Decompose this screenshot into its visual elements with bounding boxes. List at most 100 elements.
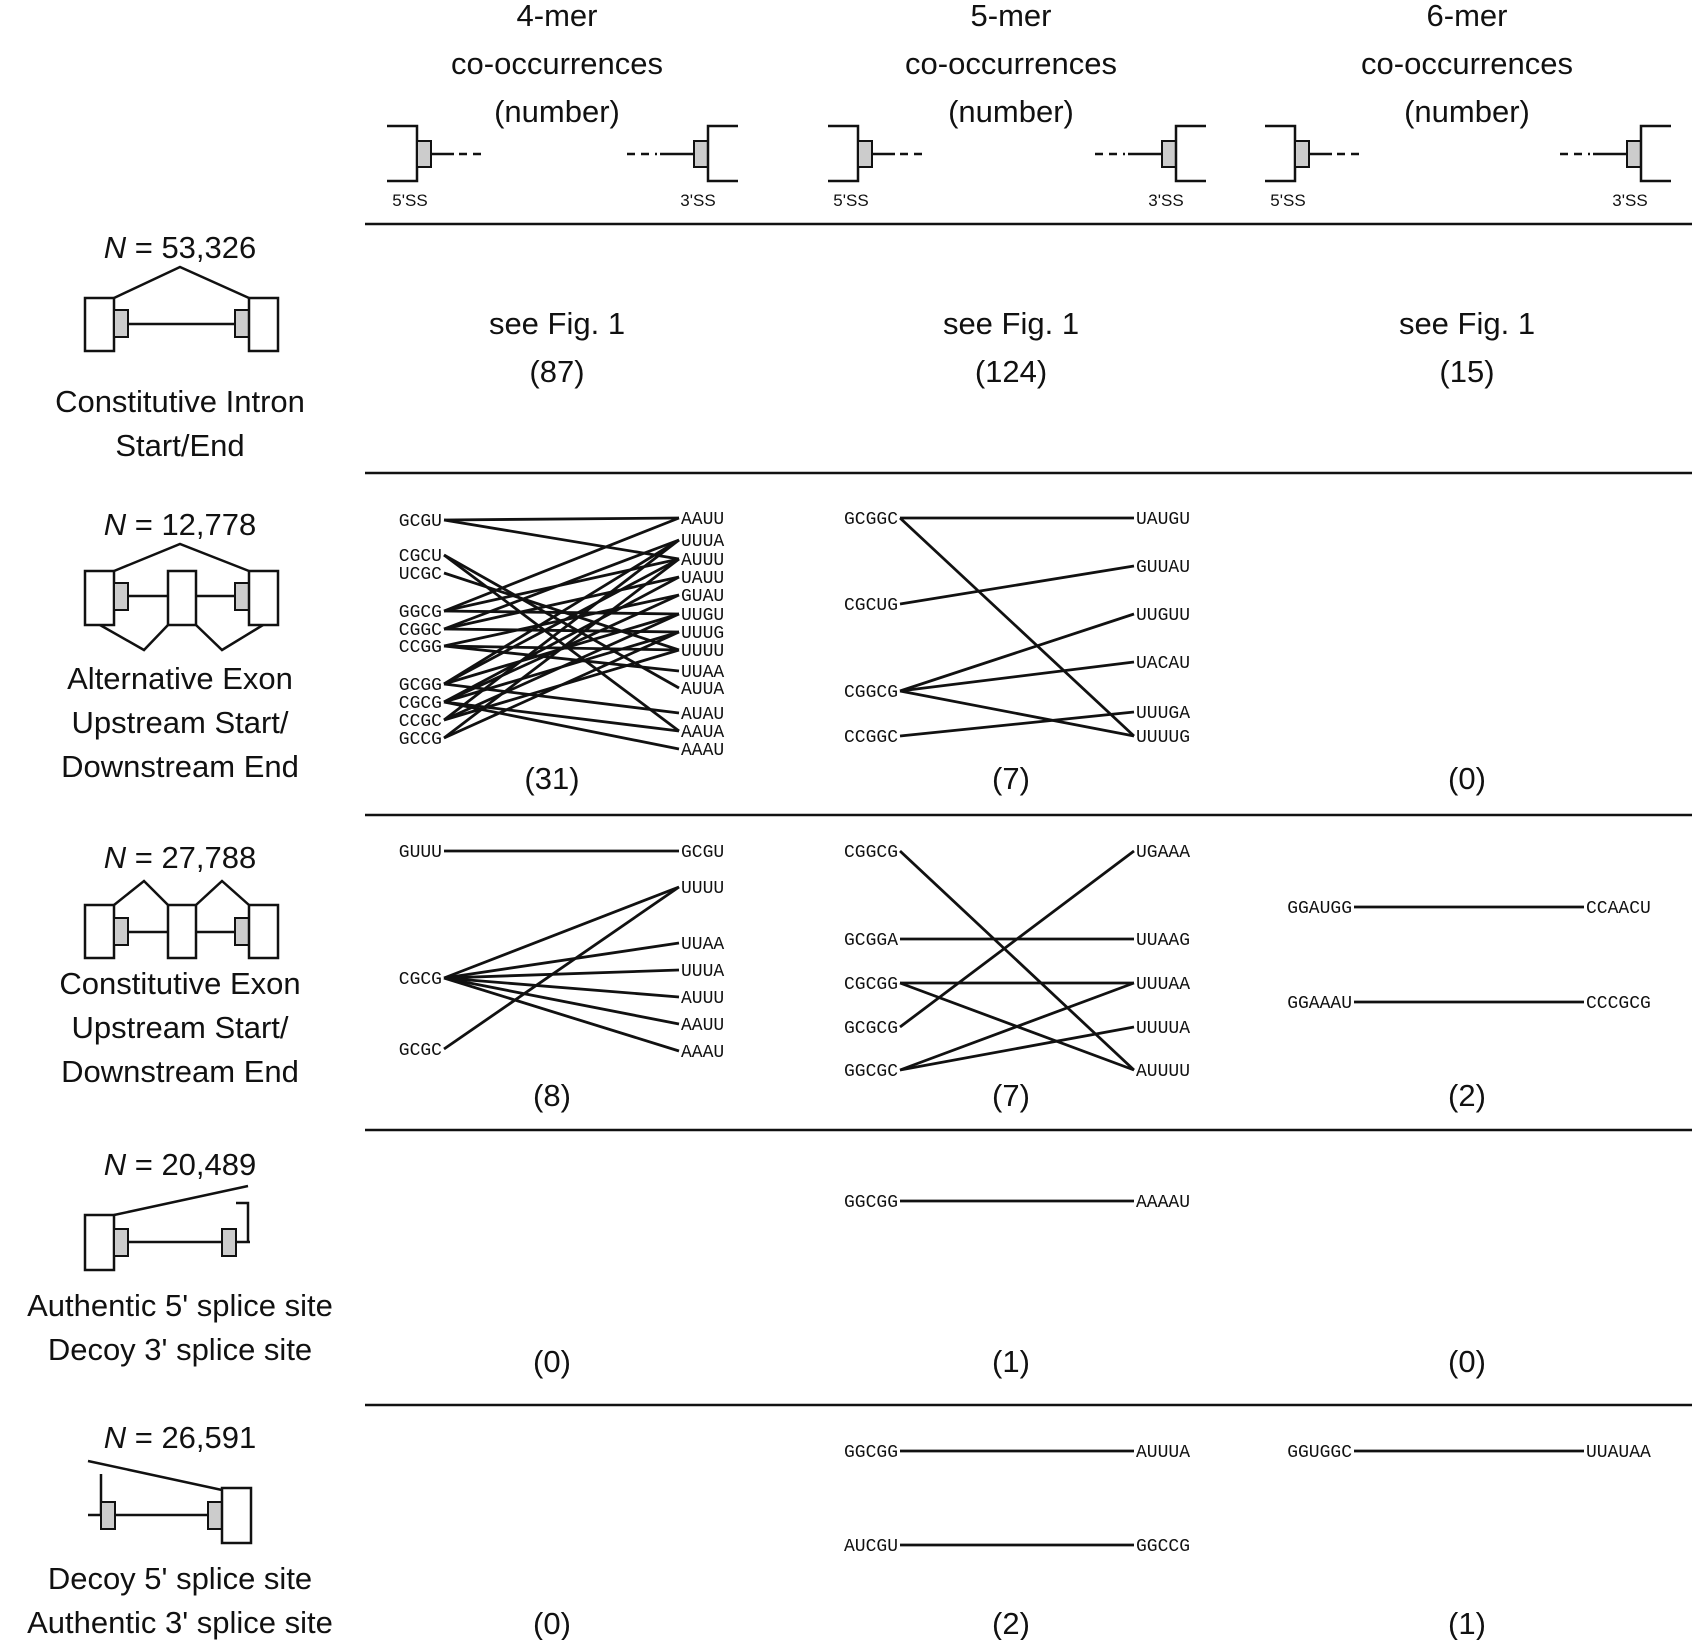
column-title-line2: co-occurrences	[905, 46, 1117, 81]
kmer-link	[899, 516, 1135, 738]
co-occurrence-count: (7)	[992, 761, 1030, 796]
co-occurrence-count: (0)	[533, 1606, 571, 1640]
downstream-kmer-label: UUGU	[681, 606, 724, 626]
downstream-kmer-label: UACAU	[1136, 654, 1190, 674]
downstream-kmer-label: AAUU	[681, 1016, 724, 1036]
column-title-line2: co-occurrences	[1361, 46, 1573, 81]
upstream-kmer-label: CGCU	[399, 547, 442, 567]
decoy-5ss-diagram-icon	[87, 1459, 253, 1545]
upstream-kmer-label: GCGC	[399, 1041, 442, 1061]
kmer-link	[443, 976, 680, 1053]
n-value: = 53,326	[126, 230, 256, 265]
kmer-link-panel: CGGCGGCGGACGCGGGCGCGGGCGCUGAAAUUAAGUUUAA…	[844, 843, 1190, 1082]
kmer-link	[443, 538, 680, 686]
co-occurrence-count: (2)	[1448, 1078, 1486, 1113]
upstream-kmer-label: GGUGGC	[1287, 1443, 1352, 1463]
upstream-kmer-label: GUUU	[399, 843, 442, 863]
sample-size: N = 20,489	[104, 1147, 257, 1182]
fig-reference: see Fig. 1	[1399, 306, 1535, 341]
column-header-4mer: 4-mer co-occurrences (number) 5'SS 3'SS	[387, 0, 738, 210]
constitutive-exon-diagram-icon	[83, 879, 280, 960]
column-title-line3: (number)	[1404, 94, 1530, 129]
upstream-kmer-label: CCGG	[399, 638, 442, 658]
kmer-link	[443, 885, 680, 1051]
splice-site-schematic	[1265, 124, 1671, 183]
row-constitutive-intron: N = 53,326 Constitutive Intron Start/End…	[55, 230, 1535, 463]
upstream-kmer-label: CGGC	[399, 621, 442, 641]
downstream-kmer-label: AUUU	[681, 551, 724, 571]
co-occurrence-count: (0)	[1448, 761, 1486, 796]
upstream-kmer-label: CGCUG	[844, 596, 898, 616]
upstream-kmer-label: GCGCG	[844, 1019, 898, 1039]
co-occurrence-count: (7)	[992, 1078, 1030, 1113]
upstream-kmer-label: GGAAAU	[1287, 994, 1352, 1014]
kmer-link	[443, 644, 680, 673]
row-authentic-5ss-decoy-3ss: N = 20,489 Authentic 5' splice site Deco…	[27, 1147, 1486, 1379]
downstream-kmer-label: UUAUAA	[1586, 1443, 1651, 1463]
downstream-kmer-label: UGAAA	[1136, 843, 1190, 863]
row-label-line: Authentic 3' splice site	[27, 1605, 333, 1640]
n-value: = 26,591	[126, 1420, 256, 1455]
kmer-link	[443, 516, 680, 613]
n-symbol: N	[104, 230, 127, 265]
downstream-kmer-label: UUUAA	[1136, 975, 1190, 995]
downstream-kmer-label: UUUU	[681, 642, 724, 662]
column-title-kmer: 4-mer	[517, 0, 598, 33]
n-symbol: N	[104, 1420, 127, 1455]
co-occurrence-count: (31)	[524, 761, 579, 796]
row-label-line: Upstream Start/	[71, 705, 288, 740]
constitutive-intron-diagram-icon	[83, 265, 280, 353]
upstream-kmer-label: GCGGA	[844, 931, 898, 951]
downstream-kmer-label: AAUA	[681, 723, 724, 743]
downstream-kmer-label: UUUUG	[1136, 728, 1190, 748]
row-label-line: Downstream End	[61, 749, 299, 784]
kmer-link	[443, 557, 680, 686]
row-decoy-5ss-authentic-3ss: N = 26,591 Decoy 5' splice site Authenti…	[27, 1420, 1486, 1640]
row-label-line: Downstream End	[61, 1054, 299, 1089]
upstream-kmer-label: GGCGC	[844, 1062, 898, 1082]
kmer-link	[443, 538, 680, 631]
row-label-line: Upstream Start/	[71, 1010, 288, 1045]
downstream-kmer-label: UUUG	[681, 624, 724, 644]
row-label-line: Alternative Exon	[67, 661, 293, 696]
downstream-kmer-label: UUAA	[681, 663, 724, 683]
kmer-link	[443, 518, 680, 561]
upstream-kmer-label: GCGU	[399, 512, 442, 532]
downstream-kmer-label: UUAA	[681, 935, 724, 955]
upstream-kmer-label: AUCGU	[844, 1537, 898, 1557]
row-label-line: Constitutive Exon	[59, 966, 300, 1001]
co-occurrence-count: (124)	[975, 354, 1047, 389]
three-prime-ss-label: 3'SS	[1148, 191, 1183, 210]
downstream-kmer-label: AAUU	[681, 510, 724, 530]
kmer-link	[443, 516, 680, 522]
kmer-link	[899, 849, 1135, 1029]
kmer-link	[443, 630, 680, 740]
kmer-link	[899, 981, 1135, 1072]
kmer-link	[443, 885, 680, 980]
downstream-kmer-label: GUUAU	[1136, 558, 1190, 578]
row-alternative-exon: N = 12,778 Alternative Exon Upstream Sta…	[61, 507, 1486, 796]
column-header-6mer: 6-mer co-occurrences (number) 5'SS 3'SS	[1265, 0, 1671, 210]
co-occurrence-count: (87)	[529, 354, 584, 389]
co-occurrence-count: (15)	[1439, 354, 1494, 389]
co-occurrence-count: (2)	[992, 1606, 1030, 1640]
column-title-kmer: 6-mer	[1427, 0, 1508, 33]
upstream-kmer-label: CGGCG	[844, 843, 898, 863]
upstream-kmer-label: CCGGC	[844, 728, 898, 748]
co-occurrence-links: GCGUCGCUUCGCGGCGCGGCCCGGGCGGCGCGCCGCGCCG…	[399, 510, 1651, 1557]
fig-reference: see Fig. 1	[943, 306, 1079, 341]
upstream-kmer-label: CGCG	[399, 970, 442, 990]
row-constitutive-exon: N = 27,788 Constitutive Exon Upstream St…	[59, 840, 1486, 1113]
splice-site-schematic	[828, 124, 1206, 183]
co-occurrence-count: (0)	[533, 1344, 571, 1379]
sample-size: N = 53,326	[104, 230, 257, 265]
kmer-link	[443, 575, 680, 631]
three-prime-ss-label: 3'SS	[680, 191, 715, 210]
upstream-kmer-label: CGCG	[399, 694, 442, 714]
downstream-kmer-label: UAUGU	[1136, 510, 1190, 530]
downstream-kmer-label: GCGU	[681, 843, 724, 863]
alternative-exon-diagram-icon	[83, 542, 280, 652]
